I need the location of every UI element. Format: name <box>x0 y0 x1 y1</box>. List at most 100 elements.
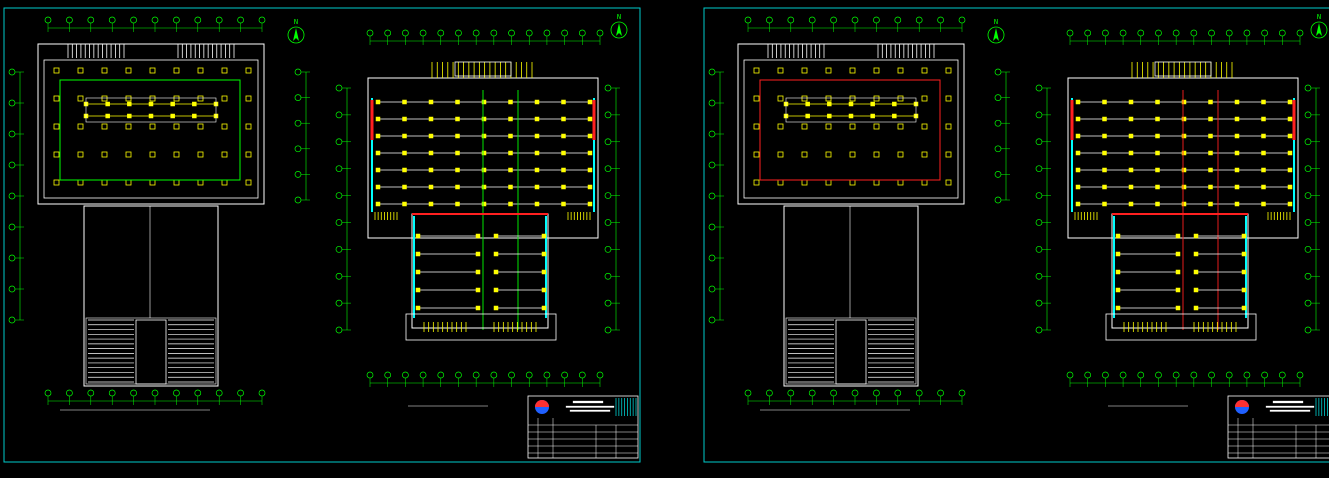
light-fixture <box>105 113 110 119</box>
light-fixture <box>1175 251 1181 257</box>
light-fixture <box>541 305 547 311</box>
light-fixture <box>475 305 481 311</box>
light-fixture <box>1115 287 1121 293</box>
light-fixture <box>1287 116 1293 122</box>
light-fixture <box>1208 116 1213 122</box>
light-fixture <box>508 150 513 156</box>
light-fixture <box>870 101 875 107</box>
corridor-fixture-left <box>1115 269 1181 275</box>
north-pointer <box>293 28 299 41</box>
column-fixture <box>873 151 880 158</box>
light-fixture <box>455 201 460 207</box>
stair-well <box>135 319 167 385</box>
north-label: N <box>294 18 298 26</box>
light-fixture <box>587 201 593 207</box>
column-fixture <box>221 67 228 74</box>
light-fixture <box>375 116 381 122</box>
light-fixture <box>127 101 132 107</box>
axis-col-left <box>708 68 724 324</box>
light-fixture <box>1155 99 1160 105</box>
light-fixture <box>402 116 407 122</box>
column-fixture <box>149 123 156 130</box>
light-fixture <box>892 113 897 119</box>
light-fixture <box>375 99 381 105</box>
column-fixture <box>197 67 204 74</box>
corridor-fixture-left <box>415 287 481 293</box>
north-pointer <box>993 28 999 41</box>
column-fixture <box>245 123 252 130</box>
column-fixture <box>245 95 252 102</box>
corridor-fixture-right <box>493 305 547 311</box>
light-fixture <box>1102 184 1107 190</box>
axis-row-bottom-right <box>366 371 604 387</box>
corridor-fixture-left <box>415 305 481 311</box>
light-fixture <box>1261 150 1266 156</box>
light-fixture <box>1234 99 1240 105</box>
light-fixture <box>493 251 499 257</box>
light-fixture <box>1193 305 1199 311</box>
hall-fixture-row <box>1075 99 1293 105</box>
roof-hatch-right <box>177 44 235 58</box>
column-fixture <box>945 179 952 186</box>
light-fixture <box>508 201 513 207</box>
company-logo-icon <box>535 400 549 414</box>
corridor-fixture-right <box>493 251 547 257</box>
light-fixture <box>455 184 460 190</box>
stair-right <box>168 319 214 383</box>
column-fixture <box>125 95 132 102</box>
light-fixture <box>1155 116 1160 122</box>
ring-circuit <box>759 79 941 181</box>
light-fixture <box>475 233 481 239</box>
light-fixture <box>1234 184 1240 190</box>
light-fixture <box>1241 251 1247 257</box>
light-fixture <box>148 101 154 107</box>
light-fixture <box>428 133 434 139</box>
axis-col-left <box>8 68 24 324</box>
stair-left <box>788 319 834 383</box>
light-fixture <box>1261 184 1266 190</box>
light-fixture <box>481 167 487 173</box>
light-fixture <box>805 113 810 119</box>
column-fixture <box>245 151 252 158</box>
column-fixture <box>945 95 952 102</box>
column-fixture <box>173 95 180 102</box>
column-fixture <box>753 151 760 158</box>
corridor-fixture-right <box>493 233 547 239</box>
light-fixture <box>192 113 197 119</box>
column-fixture <box>245 67 252 74</box>
light-fixture <box>1241 233 1247 239</box>
light-fixture <box>1234 201 1240 207</box>
north-label: N <box>994 18 998 26</box>
column-fixture <box>197 95 204 102</box>
light-fixture <box>127 113 132 119</box>
north-circle <box>987 26 1005 44</box>
light-fixture <box>1075 116 1081 122</box>
column-fixture <box>125 151 132 158</box>
side-hatch-right <box>1267 212 1291 220</box>
hall-fixture-row <box>375 150 593 156</box>
column-fixture <box>101 95 108 102</box>
light-fixture <box>1181 99 1187 105</box>
north-circle <box>287 26 305 44</box>
title-text-bar <box>565 405 615 408</box>
light-fixture <box>1115 233 1121 239</box>
building-inner-top <box>43 59 259 199</box>
central-room <box>85 97 217 123</box>
column-fixture <box>53 151 60 158</box>
axis-row-top-left <box>744 16 966 32</box>
column-fixture <box>753 179 760 186</box>
north-arrow-icon: N <box>1310 13 1328 39</box>
light-fixture <box>561 99 566 105</box>
title-block <box>1227 395 1329 459</box>
axis-row-top-right <box>1066 29 1304 45</box>
light-fixture <box>561 116 566 122</box>
company-logo-icon <box>1235 400 1249 414</box>
light-fixture <box>534 133 540 139</box>
light-fixture <box>415 233 421 239</box>
entrance-block <box>1154 61 1212 77</box>
roof-hatch-left <box>767 44 825 58</box>
light-fixture <box>415 287 421 293</box>
column-fixture <box>753 95 760 102</box>
light-fixture <box>481 133 487 139</box>
end-hatch-left <box>423 322 467 332</box>
